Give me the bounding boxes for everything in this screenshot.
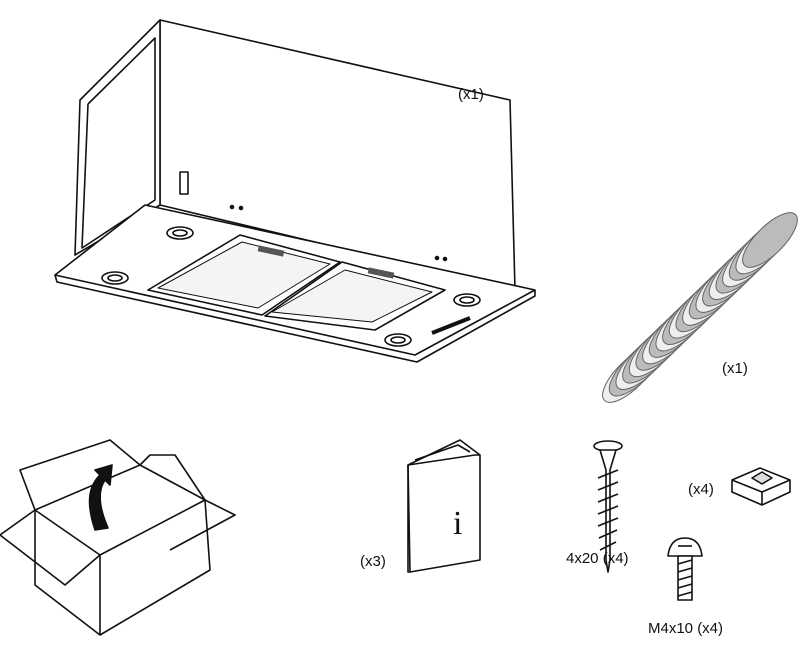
instruction-manual-icon (407, 439, 481, 573)
info-symbol: i (453, 505, 463, 542)
mounting-clip-icon (731, 467, 791, 506)
wood-screw-icon (593, 440, 623, 573)
wood-screw-label: 4x20 (x4) (566, 550, 629, 567)
machine-screw-label: M4x10 (x4) (648, 620, 724, 637)
duct-ring (742, 212, 798, 268)
manual-quantity-label: (x3) (360, 553, 386, 570)
machine-screw-icon (667, 537, 703, 601)
duct-quantity-label: (x1) (722, 360, 748, 377)
hood-quantity-label: (x1) (458, 86, 484, 103)
range-hood-illustration (54, 19, 536, 363)
flexible-duct-illustration (602, 212, 798, 403)
clip-quantity-label: (x4) (688, 481, 714, 498)
open-box-icon (0, 439, 236, 636)
